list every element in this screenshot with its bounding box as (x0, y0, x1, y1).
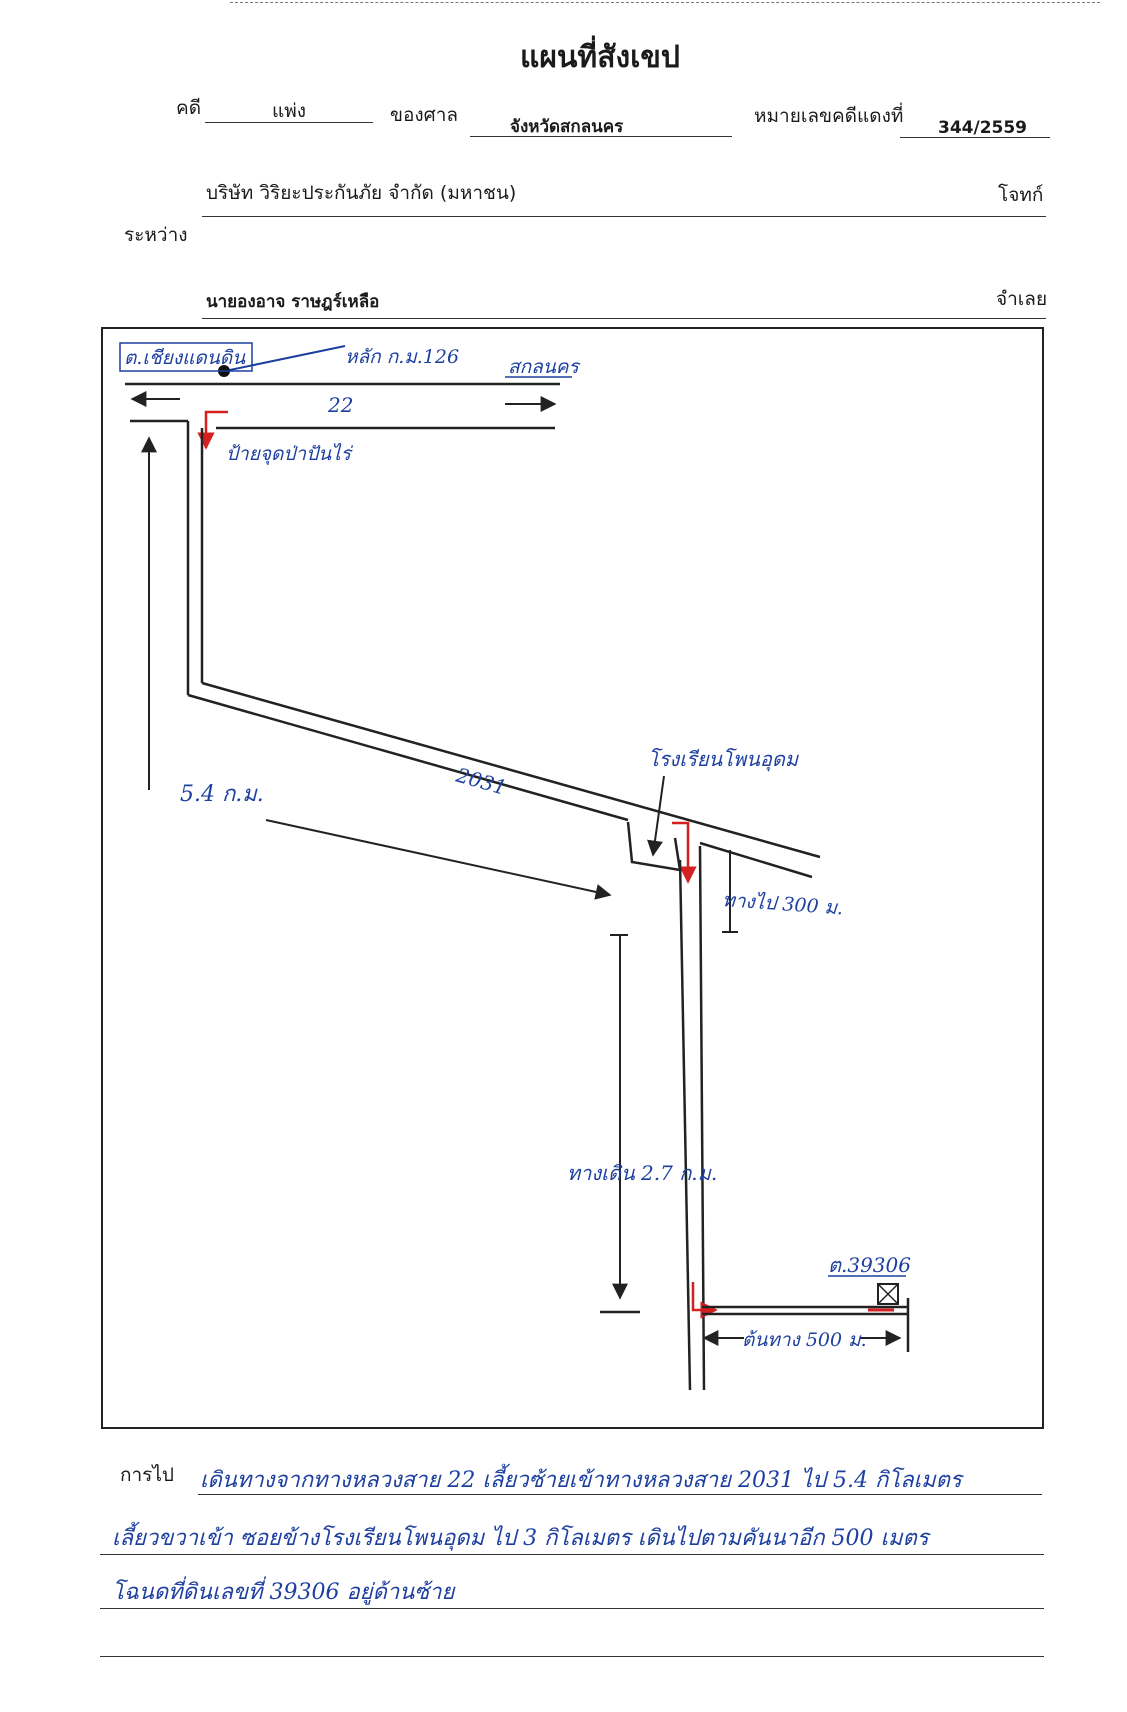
turn-arrow-3 (691, 1282, 718, 1319)
school-building (626, 821, 682, 872)
school-label: โรงเรียนโพนอุดม (648, 747, 800, 772)
start-line (224, 345, 346, 372)
defendant-role: จำเลย (996, 288, 1048, 310)
dim-500-label: ต้นทาง 500 ม. (742, 1329, 867, 1351)
hwy2031-bottom (187, 693, 629, 822)
directions-label: การไป (120, 1464, 174, 1486)
start-point-label: ต.เชียงแดนดิน (124, 347, 246, 369)
court-label: ของศาล (390, 104, 459, 126)
scan-top-edge (230, 2, 1100, 3)
plaintiff-name: บริษัท วิริยะประกันภัย จำกัด (มหาชน) (206, 182, 517, 204)
case-type: แพ่ง (272, 100, 307, 122)
start-point-box (119, 342, 253, 372)
case-label: คดี (176, 97, 202, 119)
between-label: ระหว่าง (124, 224, 188, 246)
directions-line-3-rule (100, 1608, 1044, 1609)
defendant-line (202, 318, 1046, 319)
route-22-label: 22 (327, 393, 353, 417)
map-frame (101, 327, 1044, 1429)
plot-box (877, 1283, 899, 1305)
side-road-right (698, 845, 706, 1391)
court-name-line (470, 136, 732, 137)
marker-300-label: ทางไป 300 ม. (722, 888, 844, 919)
marker-2-7-label: ทางเดิน 2.7 ก.ม. (567, 1161, 717, 1185)
court-name: จังหวัดสกลนคร (510, 117, 624, 137)
distance-5-4-label: 5.4 ก.ม. (180, 782, 264, 807)
udon-label: หลัก ก.ม.126 (345, 346, 459, 368)
school-pointer (647, 775, 665, 857)
turn-label: ป้ายจุดป่าปันไร่ (226, 442, 354, 465)
side-road-left (678, 859, 692, 1391)
hwy2031-top (201, 681, 821, 859)
page-title: แผนที่สังเขป (520, 40, 680, 75)
red-case-number: 344/2559 (938, 118, 1028, 138)
sakon-label: สกลนคร (508, 356, 581, 378)
directions-line-2-rule (100, 1554, 1044, 1555)
directions-line-2: เลี้ยวขวาเข้า ซอยข้างโรงเรียนโพนอุดม ไป … (112, 1526, 929, 1551)
directions-line-1-rule (198, 1494, 1042, 1495)
defendant-name: นายองอาจ ราษฎร์เหลือ (206, 292, 380, 312)
plaintiff-line (202, 216, 1046, 217)
plot-label: ต.39306 (828, 1253, 911, 1277)
red-case-number-line (900, 137, 1050, 138)
plaintiff-role: โจทก์ (998, 184, 1044, 206)
hwy2031-bottom-right (699, 841, 813, 879)
turn-arrow-2 (672, 821, 697, 884)
red-case-label: หมายเลขคดีแดงที่ (754, 105, 904, 127)
case-type-line (205, 122, 373, 123)
turn-arrow-1 (197, 410, 228, 450)
directions-line-4-rule (100, 1656, 1044, 1657)
distance-5-4-arrow (265, 819, 612, 900)
directions-line-3: โฉนดที่ดินเลขที่ 39306 อยู่ด้านซ้าย (112, 1580, 455, 1605)
directions-line-1: เดินทางจากทางหลวงสาย 22 เลี้ยวซ้ายเข้าทา… (200, 1468, 962, 1493)
